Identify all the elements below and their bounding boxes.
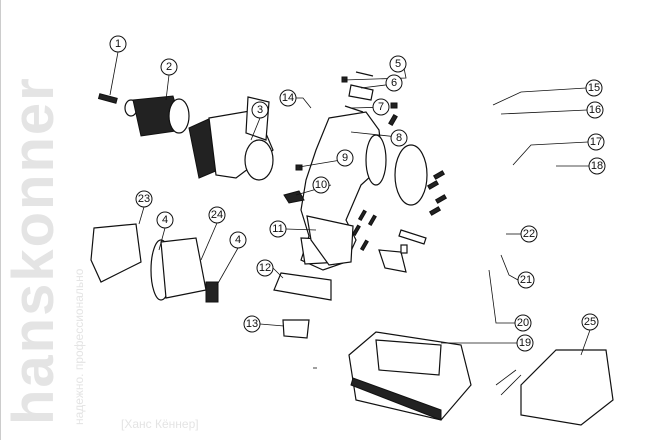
svg-text:23: 23 [138, 193, 150, 205]
part-21 [400, 244, 408, 254]
part-12 [273, 272, 332, 301]
svg-text:21: 21 [520, 274, 532, 286]
callout-3: 3 [251, 101, 269, 119]
part-gearbox [188, 109, 274, 181]
callout-7: 7 [372, 98, 390, 116]
svg-text:16: 16 [589, 104, 601, 116]
callout-11: 11 [269, 220, 287, 238]
callout-22: 22 [520, 225, 538, 243]
part-motor [150, 237, 219, 303]
callout-4: 4 [229, 231, 247, 249]
callout-10: 10 [312, 176, 330, 194]
svg-text:6: 6 [391, 77, 397, 89]
callout-17: 17 [587, 133, 605, 151]
svg-text:4: 4 [235, 234, 241, 246]
svg-text:25: 25 [584, 316, 596, 328]
part-13 [282, 319, 310, 339]
callout-15: 15 [585, 79, 603, 97]
svg-text:14: 14 [282, 92, 294, 104]
svg-text:4: 4 [162, 214, 168, 226]
callout-2: 2 [160, 58, 178, 76]
callout-13: 13 [243, 315, 261, 333]
svg-text:11: 11 [272, 223, 283, 235]
part-screw [97, 93, 118, 104]
part-9 [295, 164, 303, 171]
svg-text:13: 13 [246, 318, 258, 330]
svg-text:5: 5 [395, 58, 401, 70]
callout-16: 16 [586, 101, 604, 119]
callout-6: 6 [385, 74, 403, 92]
part-22 [398, 229, 427, 245]
callout-18: 18 [588, 157, 606, 175]
callout-1: 1 [109, 35, 127, 53]
callout-8: 8 [390, 129, 408, 147]
svg-text:12: 12 [259, 262, 271, 274]
svg-text:17: 17 [590, 136, 602, 148]
svg-text:2: 2 [166, 61, 172, 73]
watermark-brand-ru: [Ханс Кённер] [121, 417, 199, 431]
part-end-cap [394, 144, 428, 206]
callout-14: 14 [279, 89, 297, 107]
part-screws [351, 170, 448, 252]
svg-text:1: 1 [115, 38, 121, 50]
svg-text:19: 19 [519, 337, 531, 349]
callout-24: 24 [208, 206, 226, 224]
svg-text:10: 10 [315, 179, 327, 191]
part-16 [388, 113, 398, 127]
part-11 [306, 215, 354, 266]
callout-12: 12 [256, 259, 274, 277]
leader-lines [109, 51, 591, 356]
part-switch-parts [341, 71, 374, 113]
callout-21: 21 [517, 271, 535, 289]
part-battery [348, 331, 472, 421]
callout-4: 4 [156, 211, 174, 229]
callout-5: 5 [389, 55, 407, 73]
part-20 [378, 249, 407, 273]
part-charger [495, 349, 614, 426]
callout-19: 19 [516, 334, 534, 352]
svg-text:7: 7 [378, 101, 384, 113]
callout-25: 25 [581, 313, 599, 331]
svg-text:22: 22 [523, 228, 535, 240]
part-23 [90, 223, 142, 283]
part-10 [283, 190, 305, 204]
callout-20: 20 [514, 314, 532, 332]
svg-text:3: 3 [257, 104, 263, 116]
part-15 [390, 102, 398, 109]
svg-text:9: 9 [342, 152, 348, 164]
part-chuck [124, 95, 190, 137]
svg-text:15: 15 [588, 82, 600, 94]
svg-text:18: 18 [591, 160, 603, 172]
svg-text:20: 20 [517, 317, 529, 329]
svg-text:24: 24 [211, 209, 223, 221]
callout-9: 9 [336, 149, 354, 167]
svg-text:8: 8 [396, 132, 402, 144]
callout-23: 23 [135, 190, 153, 208]
